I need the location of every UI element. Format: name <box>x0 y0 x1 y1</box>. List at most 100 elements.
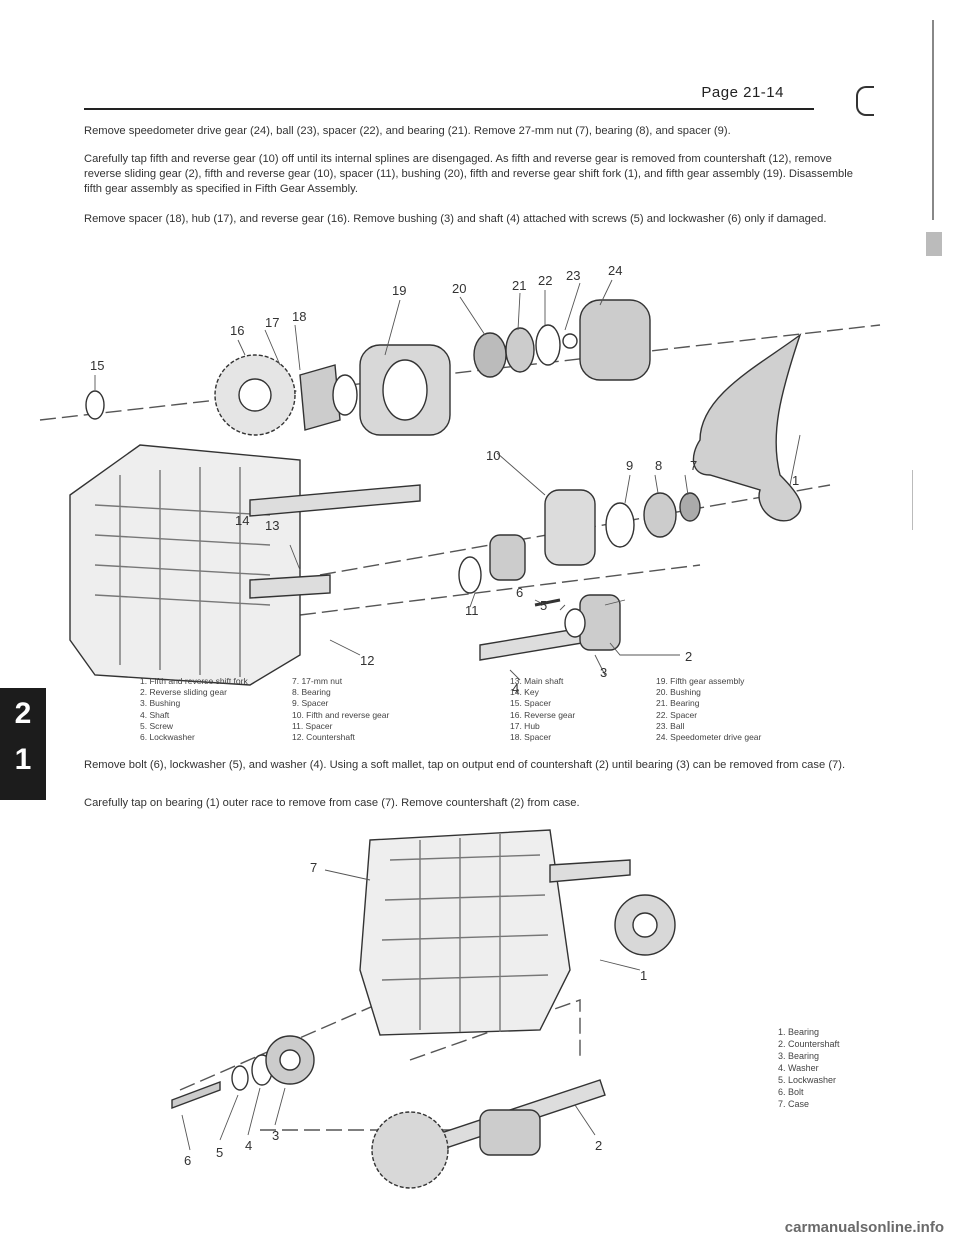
paragraph-2: Carefully tap fifth and reverse gear (10… <box>84 153 853 195</box>
legend-item: 7. Case <box>778 1099 810 1109</box>
legend-item: 24. Speedometer drive gear <box>656 732 762 743</box>
callout-14: 14 <box>235 513 249 528</box>
page-number: Page 21-14 <box>701 84 784 101</box>
callout-6: 6 <box>516 585 523 600</box>
margin-mark <box>932 20 934 220</box>
callout-2: 2 <box>595 1138 602 1153</box>
ball-23 <box>562 333 578 349</box>
callout-4: 4 <box>512 681 519 696</box>
legend-item: 2. Countershaft <box>778 1039 840 1049</box>
leader-lines <box>181 869 641 1151</box>
legend-item: 6. Lockwasher <box>140 732 195 743</box>
legend-item: 20. Bushing <box>656 687 701 698</box>
legend-item: 14. Key <box>510 687 539 698</box>
legend-item: 17. Hub <box>510 720 540 731</box>
section-tab-bottom: 1 <box>14 743 32 776</box>
legend-item: 22. Spacer <box>656 709 698 720</box>
case-outline <box>69 444 301 686</box>
callout-3: 3 <box>600 665 607 680</box>
legend-item: 4. Shaft <box>140 709 170 720</box>
callout-5: 5 <box>540 598 547 613</box>
callout-7: 7 <box>690 458 697 473</box>
legend-item: 3. Bearing <box>778 1051 820 1061</box>
screw-5 <box>534 598 561 607</box>
spacer-18 <box>332 374 358 416</box>
legend-item: 16. Reverse gear <box>510 709 576 720</box>
section-tab-top: 2 <box>14 697 32 730</box>
case-ribs <box>381 834 549 1032</box>
paragraph-3: Remove spacer (18), hub (17), and revers… <box>84 213 827 225</box>
legend-item: 13. Main shaft <box>510 676 564 686</box>
callout-20: 20 <box>452 281 466 296</box>
case-outline <box>359 829 571 1036</box>
hub-17 <box>299 364 341 431</box>
legend-item: 9. Spacer <box>292 698 329 709</box>
callout-6: 6 <box>184 1153 191 1168</box>
callout-15: 15 <box>90 358 104 373</box>
callout-13: 13 <box>265 518 279 533</box>
legend-item: 5. Screw <box>140 720 174 731</box>
fifth-reverse-gear-10 <box>544 489 596 566</box>
page-header: Page 21-14 <box>84 84 814 110</box>
margin-mark <box>926 232 942 256</box>
legend-item: 18. Spacer <box>510 732 552 743</box>
callout-19: 19 <box>392 283 406 298</box>
callout-1: 1 <box>640 968 647 983</box>
bearing-8 <box>643 492 677 538</box>
watermark: carmanualsonline.info <box>784 1219 944 1236</box>
callout-17: 17 <box>265 315 279 330</box>
mainshaft <box>249 484 421 517</box>
shift-fork-1 <box>692 333 802 522</box>
spacer-15 <box>85 390 105 420</box>
bearing-21 <box>505 327 535 373</box>
legend-item: 3. Bushing <box>140 698 181 709</box>
callout-22: 22 <box>538 273 552 288</box>
legend-item: 21. Bearing <box>656 698 700 709</box>
callout-5: 5 <box>216 1145 223 1160</box>
speedometer-gear-24 <box>579 299 651 381</box>
legend-item: 8. Bearing <box>292 687 331 698</box>
shaft-out <box>549 859 631 883</box>
callout-24: 24 <box>608 263 622 278</box>
legend-item: 5. Lockwasher <box>778 1075 837 1085</box>
legend-item: 6. Bolt <box>778 1087 804 1097</box>
callout-4: 4 <box>245 1138 252 1153</box>
lockwasher-5 <box>231 1065 249 1091</box>
axis-line <box>299 564 701 616</box>
legend-item: 7. 17-mm nut <box>292 676 343 686</box>
countershaft <box>249 574 331 599</box>
legend-item: 4. Washer <box>778 1063 819 1073</box>
legend-item: 19. Fifth gear assembly <box>656 676 745 686</box>
countershaft-gear <box>371 1111 449 1189</box>
callout-10: 10 <box>486 448 500 463</box>
paragraph-1: Remove speedometer drive gear (24), ball… <box>84 125 731 137</box>
axis-line <box>39 324 881 421</box>
callout-11: 11 <box>465 603 479 618</box>
callout-21: 21 <box>512 278 526 293</box>
callout-7: 7 <box>310 860 317 875</box>
axis-line <box>409 999 581 1061</box>
bushing-20 <box>473 332 507 378</box>
callout-23: 23 <box>566 268 580 283</box>
legend-item: 1. Fifth and reverse shift fork <box>140 676 248 686</box>
axis-line <box>319 484 831 576</box>
legend-item: 11. Spacer <box>292 720 333 731</box>
paragraph-5: Carefully tap on bearing (1) outer race … <box>84 797 580 809</box>
callout-12: 12 <box>360 653 374 668</box>
spacer-9 <box>605 502 635 548</box>
spacer-11 <box>458 556 482 594</box>
sliding-gear <box>489 534 526 581</box>
legend-item: 15. Spacer <box>510 698 552 709</box>
legend-item: 10. Fifth and reverse gear <box>292 709 390 720</box>
callout-1: 1 <box>792 473 799 488</box>
legend-item: 12. Countershaft <box>292 732 355 743</box>
case-ribs <box>94 467 271 677</box>
callout-2: 2 <box>685 649 692 664</box>
callout-8: 8 <box>655 458 662 473</box>
